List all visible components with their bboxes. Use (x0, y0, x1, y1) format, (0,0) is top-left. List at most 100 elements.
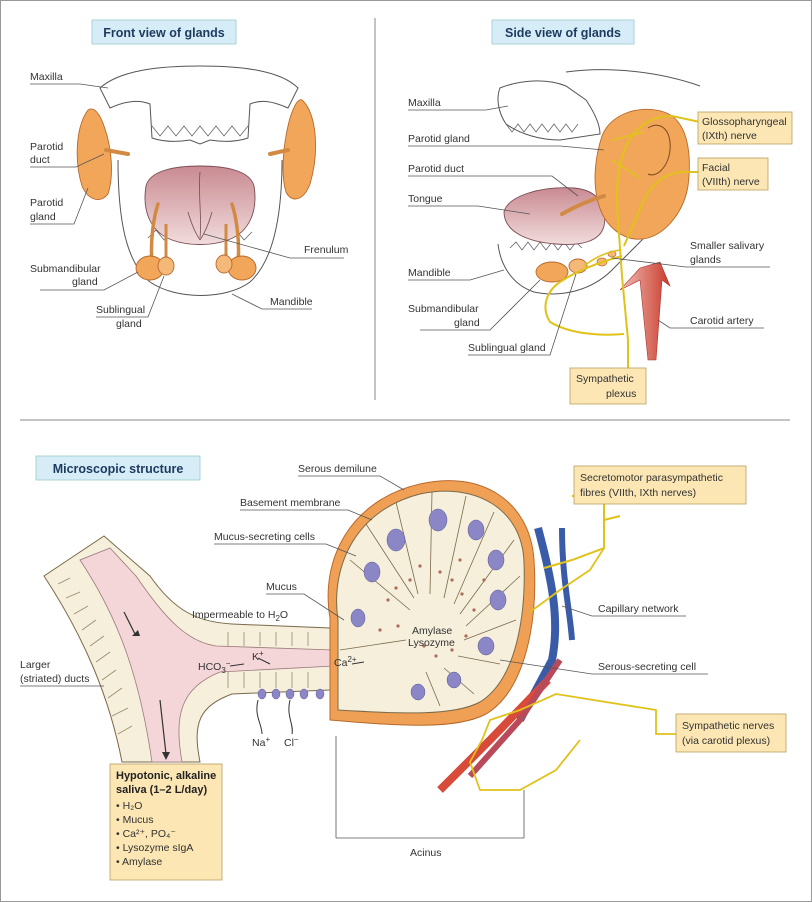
leader-front-parotid-gland (30, 187, 89, 225)
micro-label-symp-2: (via carotid plexus) (682, 735, 770, 747)
side-label-submandibular-1: Submandibular (408, 303, 479, 315)
front-label-sublingual-2: gland (116, 318, 142, 330)
larger-duct-lumen (79, 547, 335, 763)
side-label-smaller-1: Smaller salivary (690, 240, 765, 252)
flow-arrowhead-2 (162, 752, 170, 760)
micro-label-capillary: Capillary network (598, 603, 679, 615)
side-facial-nerve (623, 171, 700, 247)
side-label-facial-1: Facial (702, 162, 730, 174)
side-submandibular (535, 261, 569, 283)
front-label-sublingual-1: Sublingual (96, 304, 145, 316)
side-parotid-duct (560, 194, 606, 216)
side-label-facial-2: (VIIth) nerve (702, 176, 760, 188)
secreto-box (573, 465, 747, 505)
front-right-sublingual (215, 254, 233, 274)
micro-label-secreto-1: Secretomotor parasympathetic (580, 472, 723, 484)
side-carotid-artery (619, 261, 671, 361)
micro-label-ca: Ca2+ (334, 655, 357, 669)
side-label-sublingual: Sublingual gland (468, 342, 546, 354)
artery-lower (437, 677, 551, 793)
front-upper-teeth (151, 125, 249, 137)
ion-arrows (229, 657, 365, 735)
micro-label-basement: Basement membrane (240, 497, 341, 509)
micro-label-lysozyme: Lysozyme (408, 637, 455, 649)
side-nerve-branch-3 (611, 131, 645, 179)
front-skull (99, 65, 299, 145)
micro-label-symp-1: Sympathetic nerves (682, 720, 774, 732)
nerve-to-acinus (529, 547, 605, 613)
acinus-cells (336, 490, 525, 714)
front-jaw (117, 159, 283, 296)
leader-side-mandible (408, 269, 505, 281)
side-ear (647, 124, 671, 176)
micro-label-k: K+ (252, 649, 264, 663)
front-label-parotid-gland-1: Parotid (30, 197, 63, 209)
secretory-granules (378, 558, 486, 658)
front-label-frenulum: Frenulum (304, 244, 349, 256)
duct-striations (57, 577, 309, 735)
saliva-item-3: • Lysozyme sIgA (116, 842, 193, 854)
leader-front-mandible (231, 293, 312, 310)
saliva-item-2: • Ca²⁺, PO₄⁻ (116, 828, 176, 840)
front-label-maxilla: Maxilla (30, 71, 63, 83)
leader-front-submandibular (40, 271, 139, 291)
side-label-maxilla: Maxilla (408, 97, 441, 109)
side-label-parotid-duct: Parotid duct (408, 163, 464, 175)
flow-arrow-1 (123, 611, 137, 637)
front-title: Front view of glands (103, 26, 225, 40)
micro-label-hco3: HCO3− (198, 659, 231, 675)
symp-nerves-box (675, 713, 787, 753)
leader-serous-cell (499, 659, 708, 675)
front-frenulum (187, 211, 213, 241)
front-label-parotid-gland-2: gland (30, 211, 56, 223)
side-view-panel: Side view of glands Glossopharyngeal (IX… (408, 19, 793, 405)
side-label-carotid: Carotid artery (690, 315, 754, 327)
side-label-sympathetic-2: plexus (606, 388, 636, 400)
side-glosso-box (697, 111, 793, 145)
leader-side-tongue (408, 205, 531, 215)
artery-branch (467, 658, 563, 778)
side-glossopharyngeal-nerve (615, 114, 701, 368)
front-label-mandible: Mandible (270, 296, 313, 308)
leader-side-parotid-duct (408, 175, 579, 197)
front-right-parotid-duct (268, 148, 290, 156)
vein-branch (559, 527, 575, 641)
parasympathetic-nerve (543, 495, 621, 569)
micro-label-larger-1: Larger (20, 659, 51, 671)
micro-panel: Microscopic structure (20, 455, 787, 881)
leader-front-parotid-duct (30, 153, 105, 168)
front-right-parotid (282, 99, 316, 200)
micro-label-na: Na+ (252, 735, 270, 749)
saliva-item-0: • H₂O (116, 800, 142, 812)
side-tongue (503, 187, 606, 245)
front-label-submandibular-1: Submandibular (30, 263, 101, 275)
sympathetic-nerve (469, 693, 676, 791)
leader-side-submandibular (420, 279, 541, 331)
micro-label-mucus: Mucus (266, 581, 297, 593)
micro-label-serous-demilune: Serous demilune (298, 463, 377, 475)
side-label-glosso-2: (IXth) nerve (702, 130, 757, 142)
micro-label-amylase: Amylase (412, 625, 452, 637)
saliva-box (109, 763, 223, 881)
flow-arrow-2 (159, 699, 167, 755)
micro-label-cl: Cl− (284, 735, 299, 749)
side-parotid-gland (594, 108, 690, 240)
micro-label-serous-cell: Serous-secreting cell (598, 661, 696, 673)
saliva-item-4: • Amylase (116, 856, 162, 868)
leader-side-sublingual (468, 273, 577, 356)
side-sympathetic-box (569, 367, 647, 405)
micro-title: Microscopic structure (53, 462, 184, 476)
side-jaw (497, 176, 661, 295)
side-nerve-branch-2 (583, 249, 621, 267)
micro-title-box (35, 455, 201, 481)
side-facial-box (697, 157, 769, 191)
leader-mucus (266, 593, 345, 621)
side-label-submandibular-2: gland (454, 317, 480, 329)
leader-side-maxilla (408, 105, 509, 111)
front-left-parotid (76, 108, 112, 200)
side-title-box (491, 19, 635, 45)
leader-mucus-cells (214, 543, 357, 557)
side-title: Side view of glands (505, 26, 621, 40)
micro-label-larger-2: (striated) ducts (20, 673, 89, 685)
